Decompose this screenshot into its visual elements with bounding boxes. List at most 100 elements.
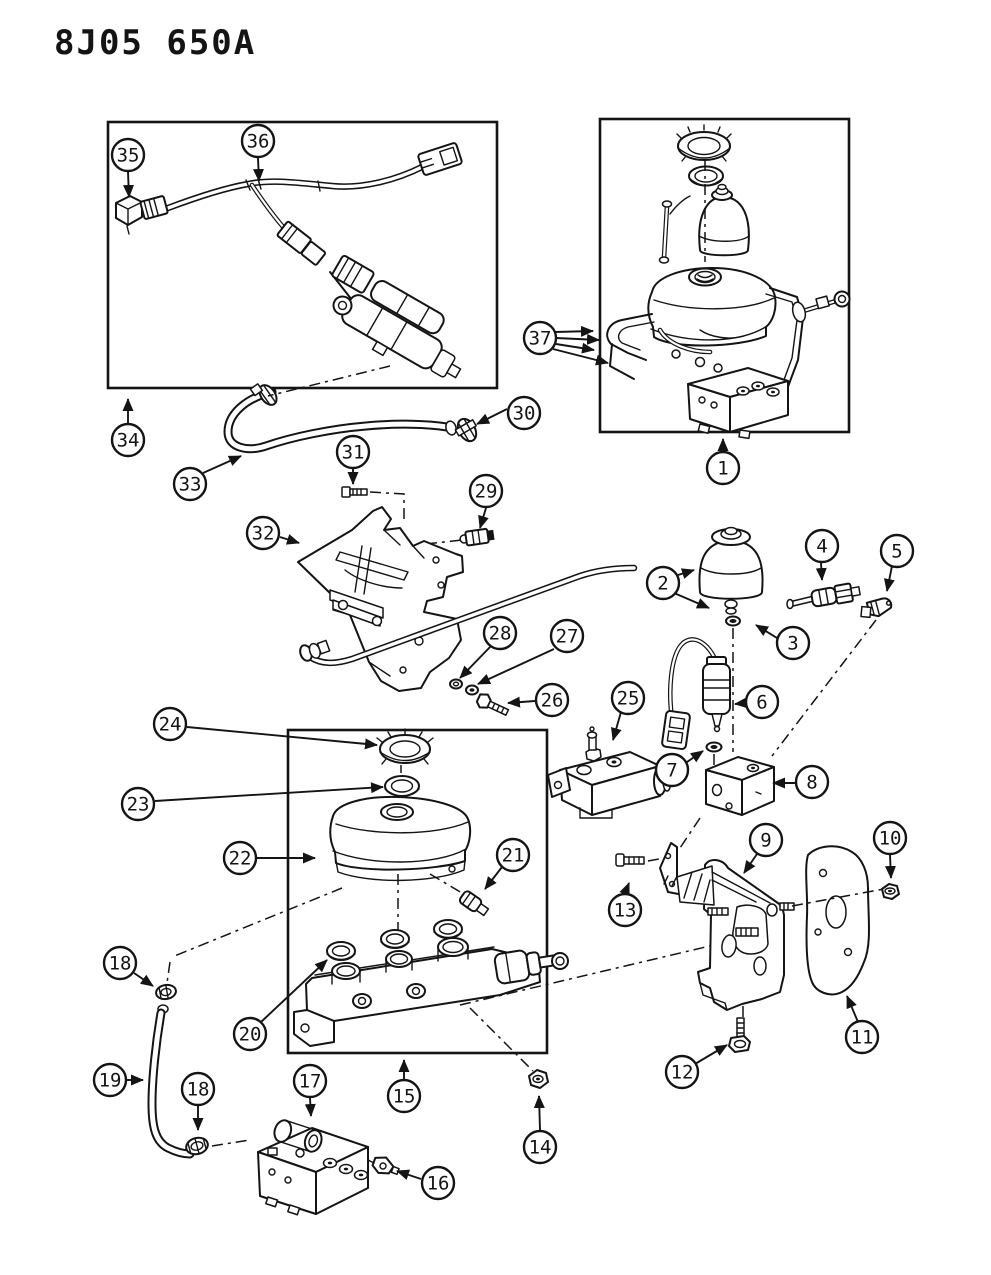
svg-text:16: 16 — [427, 1173, 450, 1195]
callout-19: 19 — [92, 1062, 128, 1098]
callout-leaders — [122, 157, 896, 1181]
part-nut-10 — [881, 883, 900, 900]
svg-text:37: 37 — [529, 328, 552, 350]
svg-text:29: 29 — [475, 481, 498, 503]
svg-text:5: 5 — [891, 541, 902, 563]
svg-text:18: 18 — [109, 953, 132, 975]
part-combination-valve-25 — [547, 726, 672, 819]
callout-15: 15 — [386, 1078, 422, 1114]
svg-text:20: 20 — [239, 1024, 262, 1046]
assembly-line-grommet-hcu — [211, 1139, 251, 1147]
part-oring-7 — [705, 741, 723, 753]
callout-4: 4 — [804, 528, 840, 564]
callout-29: 29 — [468, 473, 504, 509]
part-hcu-17 — [257, 1119, 369, 1216]
svg-text:1: 1 — [717, 458, 728, 480]
svg-text:36: 36 — [247, 131, 270, 153]
callout-17: 17 — [292, 1063, 328, 1099]
svg-text:12: 12 — [671, 1062, 694, 1084]
callout-13: 13 — [607, 892, 643, 928]
callout-30: 30 — [506, 395, 542, 431]
svg-text:15: 15 — [393, 1086, 416, 1108]
callout-37: 37 — [522, 320, 558, 356]
callout-20: 20 — [232, 1016, 268, 1052]
part-booster-assembly — [606, 124, 851, 440]
callout-34: 34 — [110, 422, 146, 458]
assembly-line-pump-hose — [267, 365, 391, 397]
part-wiring-harness-36 — [139, 142, 463, 266]
svg-text:21: 21 — [502, 845, 525, 867]
assembly-line-elbow — [771, 619, 877, 757]
svg-text:7: 7 — [666, 760, 677, 782]
callout-32: 32 — [245, 515, 281, 551]
callout-10: 10 — [872, 820, 908, 856]
svg-text:30: 30 — [513, 403, 536, 425]
svg-text:19: 19 — [99, 1070, 122, 1092]
part-bracket-32 — [297, 506, 464, 692]
svg-text:13: 13 — [614, 900, 637, 922]
part-reservoir-seal-23 — [384, 775, 420, 797]
part-clamp-30 — [454, 417, 478, 443]
svg-text:24: 24 — [159, 714, 182, 736]
callout-35: 35 — [110, 137, 146, 173]
assembly-line-screw13 — [647, 857, 665, 862]
part-elbow-fitting-5 — [860, 597, 893, 619]
svg-text:23: 23 — [127, 794, 150, 816]
assembly-line-fitting18 — [166, 961, 171, 984]
part-relay-connector-35 — [115, 195, 143, 235]
frame-master-cylinder-detail — [286, 728, 549, 1055]
part-oring-3 — [725, 615, 741, 627]
callout-28: 28 — [482, 615, 518, 651]
assembly-line-block8 — [679, 817, 701, 849]
callout-8: 8 — [794, 764, 830, 800]
part-nut-14 — [528, 1069, 549, 1089]
part-hose-19 — [147, 1008, 195, 1159]
part-bolt-12 — [728, 1017, 751, 1053]
part-pressure-switch-6 — [661, 637, 731, 750]
callout-11: 11 — [844, 1019, 880, 1055]
callout-36: 36 — [240, 123, 276, 159]
part-hose-33 — [223, 387, 457, 454]
part-reservoir-cap-24 — [376, 728, 434, 765]
part-gasket-11 — [805, 845, 870, 996]
part-washer-27 — [465, 684, 479, 696]
part-pump-motor-assembly — [329, 254, 462, 379]
callout-18a: 18 — [102, 945, 138, 981]
svg-text:11: 11 — [851, 1027, 874, 1049]
callout-1: 1 — [705, 450, 741, 486]
part-master-cylinder-15 — [293, 937, 569, 1047]
part-brake-line — [299, 564, 638, 667]
svg-text:22: 22 — [229, 848, 252, 870]
line-hcu-fitting — [367, 1159, 375, 1164]
svg-text:35: 35 — [117, 145, 140, 167]
callout-27: 27 — [549, 618, 585, 654]
callout-16: 16 — [420, 1165, 456, 1201]
callout-18b: 18 — [180, 1071, 216, 1107]
svg-text:33: 33 — [179, 474, 202, 496]
assembly-line-mc-nut — [469, 1007, 534, 1072]
callout-25: 25 — [610, 680, 646, 716]
assembly-line-screw31 — [369, 491, 405, 520]
part-bolt-26 — [475, 693, 510, 716]
svg-text:28: 28 — [489, 623, 512, 645]
svg-text:8: 8 — [806, 772, 817, 794]
part-accumulator-sphere — [698, 526, 764, 615]
callout-9: 9 — [748, 822, 784, 858]
part-hose-clamp — [249, 383, 278, 406]
callout-33: 33 — [172, 466, 208, 502]
part-fitting-16 — [371, 1156, 400, 1176]
callout-7: 7 — [654, 752, 690, 788]
callout-12: 12 — [664, 1054, 700, 1090]
callout-6: 6 — [744, 684, 780, 720]
svg-text:10: 10 — [879, 828, 902, 850]
part-bleeder-21 — [458, 890, 490, 917]
assembly-line-mc-bracket — [459, 940, 732, 1006]
svg-text:25: 25 — [617, 688, 640, 710]
part-fitting-18a — [155, 983, 177, 1001]
assembly-line-bleeder — [429, 873, 463, 894]
callout-2: 2 — [645, 565, 681, 601]
svg-text:2: 2 — [657, 573, 668, 595]
svg-text:6: 6 — [756, 692, 767, 714]
